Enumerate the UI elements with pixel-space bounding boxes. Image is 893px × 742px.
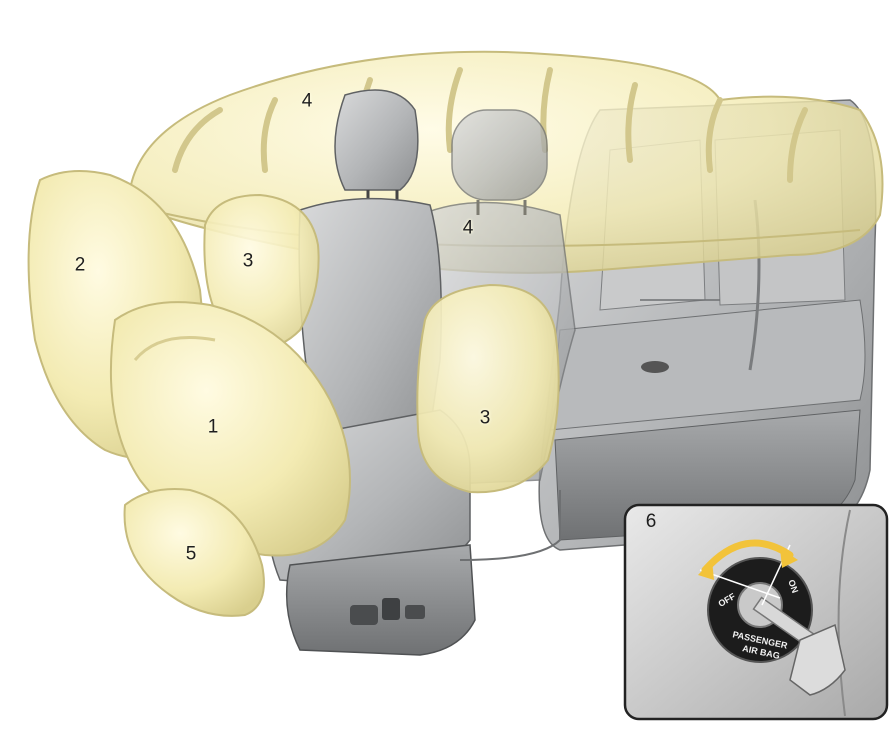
- passenger-airbag-switch-inset: [625, 505, 887, 719]
- callout-curtain-airbag-center: 4: [463, 219, 474, 238]
- side-airbag-passenger: [417, 285, 558, 492]
- callout-curtain-airbag-left: 4: [302, 92, 313, 111]
- callout-side-airbag-passenger: 3: [480, 409, 491, 428]
- callout-side-airbag-driver: 3: [243, 252, 254, 271]
- callout-driver-front-airbag: 1: [208, 418, 219, 437]
- callout-front-airbag-left: 2: [75, 256, 86, 275]
- callout-knee-airbag: 5: [186, 545, 197, 564]
- callout-switch-inset: 6: [646, 511, 657, 533]
